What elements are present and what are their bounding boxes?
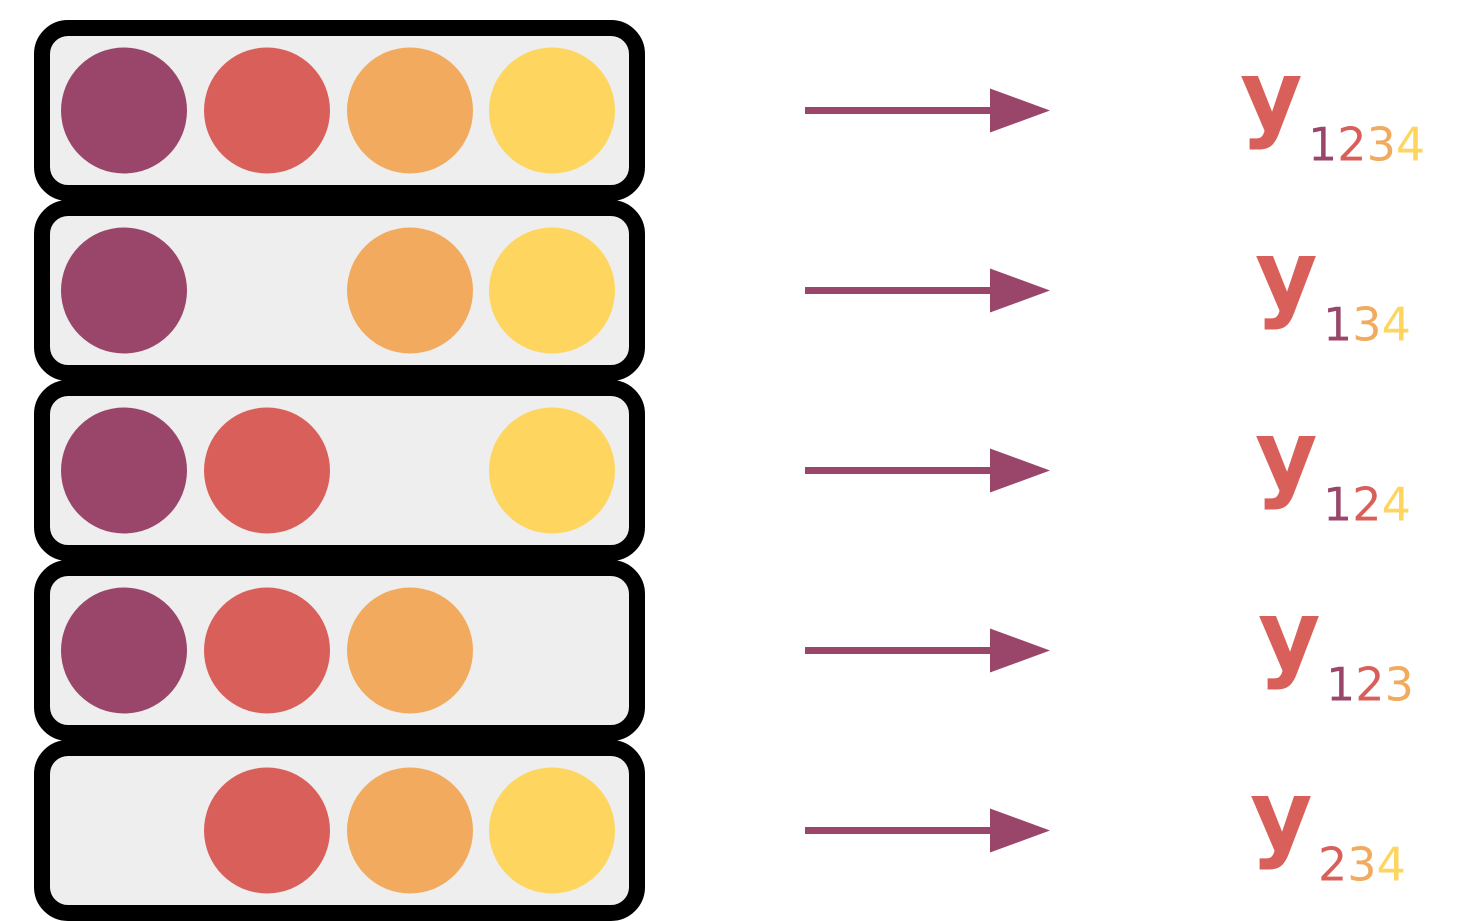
subscript-digit-1: 1 [1326,658,1355,712]
subscript-digit-2: 2 [1318,838,1347,892]
item-circle-2 [204,767,330,894]
output-subscript: 1234 [1308,118,1425,172]
arrow-head [990,88,1050,133]
subscript-digit-3: 3 [1352,298,1381,352]
item-circle-3 [347,227,473,354]
item-circle-3 [347,587,473,714]
output-subscript: 134 [1323,298,1411,352]
row-box [34,560,645,741]
item-circle-4 [489,767,615,894]
item-circle-4 [489,47,615,174]
row-box [34,200,645,381]
item-circle-1 [61,47,187,174]
subscript-digit-2: 2 [1352,478,1381,532]
output-label-y: y [1255,400,1318,512]
subscript-digit-1: 1 [1323,298,1352,352]
item-circle-1 [61,587,187,714]
item-circle-1 [61,407,187,534]
subscript-digit-4: 4 [1396,118,1425,172]
item-circle-2 [204,407,330,534]
subscript-digit-1: 1 [1323,478,1352,532]
arrow-head [990,268,1050,313]
item-circle-3 [347,767,473,894]
subscript-digit-3: 3 [1385,658,1414,712]
output-label-y: y [1258,580,1321,692]
item-circle-4 [489,227,615,354]
subscript-digit-1: 1 [1308,118,1337,172]
item-circle-1 [61,227,187,354]
subscript-digit-4: 4 [1377,838,1406,892]
arrow-head [990,448,1050,493]
row-box [34,380,645,561]
item-circle-2 [204,47,330,174]
row-box [34,20,645,201]
item-circle-4 [489,407,615,534]
output-subscript: 124 [1323,478,1411,532]
item-circle-3 [347,47,473,174]
subscript-digit-2: 2 [1355,658,1384,712]
item-circle-2 [204,587,330,714]
output-subscript: 123 [1326,658,1414,712]
subscript-digit-4: 4 [1382,298,1411,352]
output-label-y: y [1250,760,1313,872]
subscript-digit-2: 2 [1337,118,1366,172]
row-box [34,740,645,921]
subscript-digit-3: 3 [1347,838,1376,892]
subscript-digit-4: 4 [1382,478,1411,532]
arrow-head [990,628,1050,673]
output-label-y: y [1255,220,1318,332]
subscript-digit-3: 3 [1367,118,1396,172]
arrow-head [990,808,1050,853]
output-label-y: y [1240,40,1303,152]
output-subscript: 234 [1318,838,1406,892]
